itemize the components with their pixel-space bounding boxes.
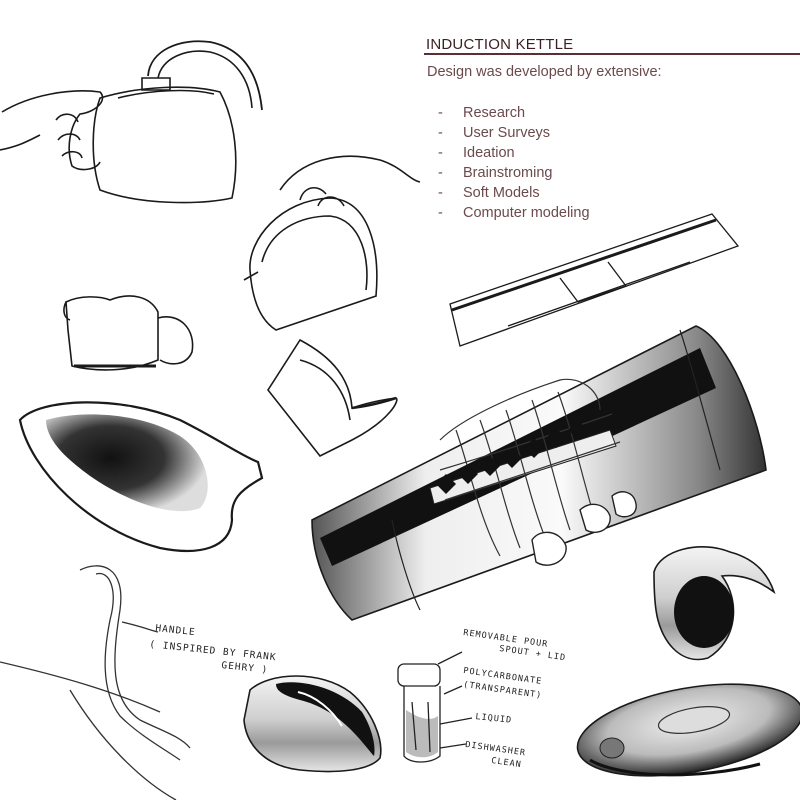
teapot-sketch [63, 295, 194, 371]
main-kettle-rendering [311, 325, 767, 621]
bottle-sketch [397, 651, 473, 763]
intro-text: Design was developed by extensive: [427, 64, 662, 80]
pitcher-rendering [243, 675, 382, 773]
list-item: -Brainstroming [438, 165, 553, 181]
chrome-kettle-rendering [653, 546, 776, 661]
process-list: -Research -User Surveys -Ideation -Brain… [438, 103, 590, 223]
base-rendering [576, 683, 800, 777]
base-section-drawing [449, 213, 740, 347]
title-underline [424, 53, 800, 55]
list-item: -Computer modeling [438, 205, 590, 221]
list-item: -Ideation [438, 145, 515, 161]
list-item: -User Surveys [438, 125, 551, 141]
list-item: -Research [438, 105, 526, 121]
bowl-sketch [18, 401, 264, 552]
kettle-sketch-top [0, 40, 263, 204]
kettle-sketch-middle [243, 155, 421, 331]
page-title: INDUCTION KETTLE [426, 36, 574, 53]
handle-sketch [0, 565, 191, 800]
pitcher-sketch [267, 338, 398, 458]
list-item: -Soft Models [438, 185, 540, 201]
